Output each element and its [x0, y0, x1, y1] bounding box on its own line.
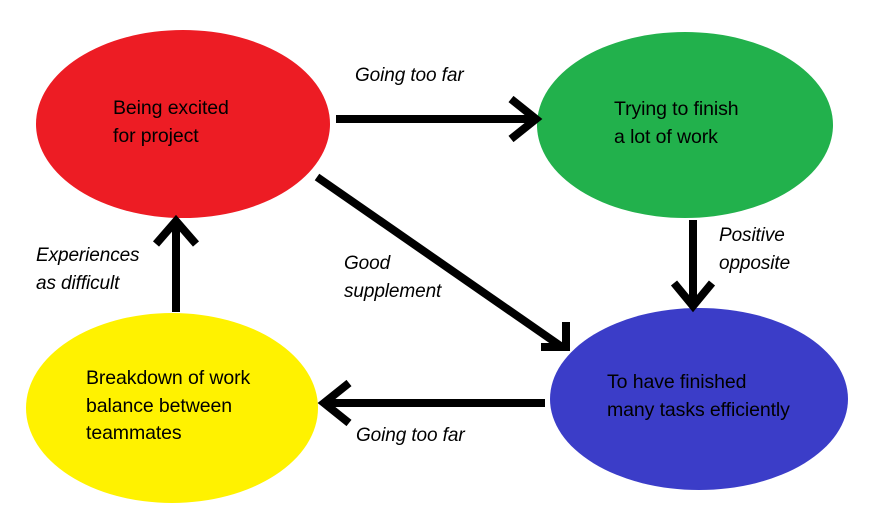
node-breakdown-of-work-shape[interactable]	[26, 313, 318, 503]
edge-label-good-supplement: Good supplement	[344, 253, 442, 302]
node-trying-to-finish-label: Trying to finish a lot of work	[614, 98, 739, 148]
edge-label-experiences-as-difficult: Experiences as difficult	[36, 245, 140, 294]
edge-label-going-too-far-top: Going too far	[355, 65, 464, 86]
node-to-have-finished-shape[interactable]	[550, 308, 848, 490]
edge-efficient-to-breakdown-arrow[interactable]	[317, 379, 545, 427]
node-being-excited-label: Being excited for project	[113, 97, 229, 147]
edge-excited-to-efficient-arrow[interactable]	[314, 173, 570, 351]
edge-label-going-too-far-bottom: Going too far	[356, 425, 465, 446]
node-breakdown-of-work-label: Breakdown of work balance between teamma…	[86, 367, 251, 445]
node-trying-to-finish-shape[interactable]	[537, 32, 833, 218]
edge-finish-work-to-efficient-arrow[interactable]	[670, 220, 716, 313]
edge-breakdown-to-excited-arrow[interactable]	[152, 214, 200, 312]
edge-label-positive-opposite: Positive opposite	[719, 225, 791, 274]
node-to-have-finished-label: To have finished many tasks efficiently	[607, 371, 790, 421]
node-being-excited-shape[interactable]	[36, 30, 330, 218]
edge-excited-to-finish-work-arrow[interactable]	[336, 95, 543, 143]
